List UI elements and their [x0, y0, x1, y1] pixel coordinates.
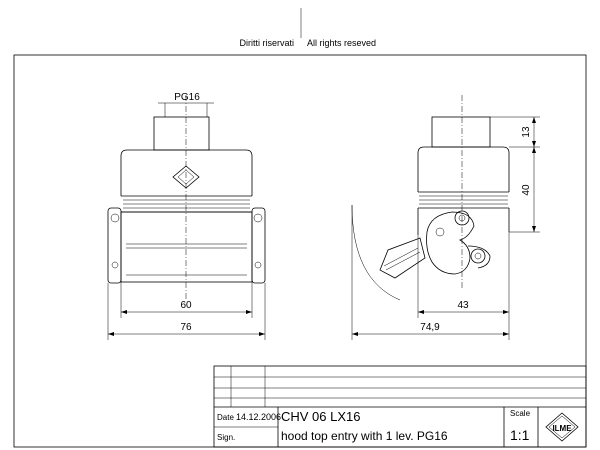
front-lever-left — [107, 207, 122, 284]
scale-label: Scale — [510, 409, 531, 418]
rights-italian: Diritti riservati — [239, 38, 294, 48]
dim-total-depth: 74,9 — [420, 322, 440, 333]
front-lever-right — [251, 207, 266, 284]
front-lower-housing — [120, 211, 253, 283]
front-view: PG16 60 — [107, 92, 266, 340]
dim-lever-offset: 43 — [457, 300, 469, 311]
front-hood-body — [120, 149, 253, 196]
title-block: Date 14.12.2006 Sign. CHV 06 LX16 hood t… — [213, 365, 587, 448]
scale-value: 1:1 — [510, 427, 530, 443]
side-hood-body — [417, 146, 510, 192]
dim-inner-width: 60 — [180, 300, 192, 311]
drawing-description: hood top entry with 1 lev. PG16 — [281, 429, 448, 443]
dim-body-height: 40 — [521, 184, 532, 196]
dim-outer-width: 76 — [180, 322, 192, 333]
front-gland-label: PG16 — [174, 92, 200, 103]
date-value: 14.12.2006 — [236, 412, 281, 422]
ilme-logo-icon: ILME — [545, 412, 579, 442]
rights-english: All rights reseved — [307, 38, 376, 48]
side-lever-handle — [379, 237, 426, 279]
dim-gland-height: 13 — [521, 126, 532, 138]
side-view: 13 40 43 74,9 — [351, 95, 540, 340]
side-gland — [431, 116, 491, 148]
drawing-code: CHV 06 LX16 — [281, 409, 361, 424]
sign-label: Sign. — [217, 433, 235, 442]
logo-text: ILME — [552, 424, 572, 433]
date-label: Date — [217, 413, 234, 422]
side-lever-swing-arc — [351, 204, 401, 301]
side-lever — [426, 211, 475, 275]
front-gland — [153, 116, 210, 151]
